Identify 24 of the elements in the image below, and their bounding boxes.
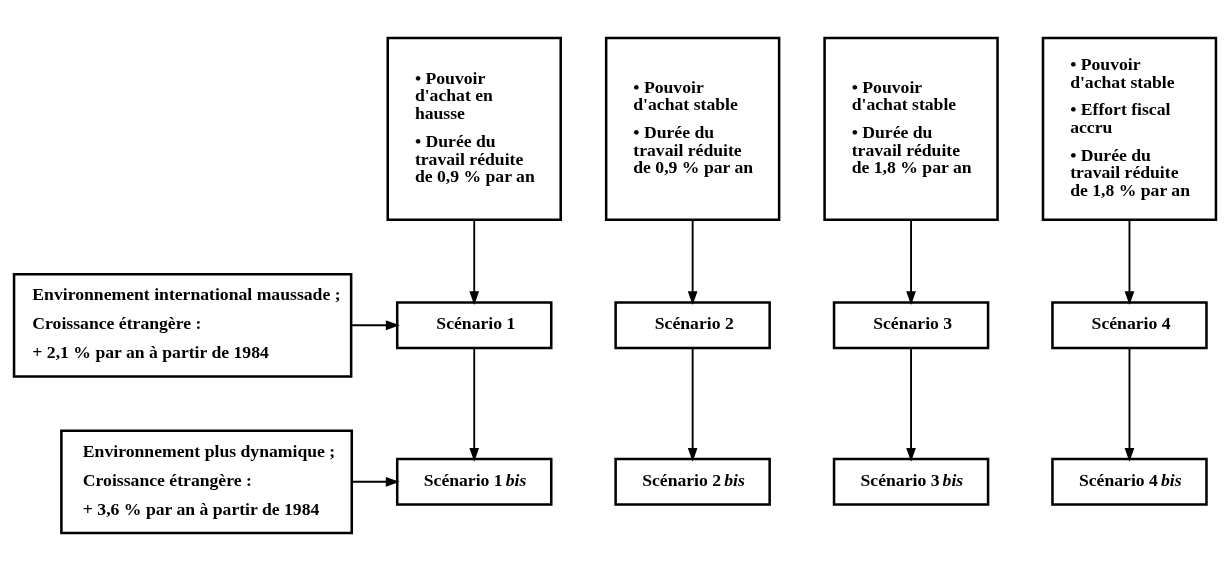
arrow [1124,346,1135,462]
arrow [1124,218,1135,305]
node-box: • Pouvoir d'achat en hausse • Durée du travail réduite de 0,9 % par an [386,36,562,221]
arrow [687,346,698,462]
node-box: Scénario 2 bis [614,457,771,506]
arrow [906,218,916,305]
node-box: Scénario 4 [1051,300,1208,349]
arrow [687,218,698,305]
node-box: Scénario 3 bis [832,457,990,506]
arrow [469,346,480,462]
arrow [469,218,480,305]
node-box: Scénario 1 [395,300,553,349]
node-box: Environnement plus dynamique ; Croissance étrangère : + 3,6 % par an à partir de 1984 [60,428,354,534]
arrow [906,346,916,462]
node-box: Scénario 2 [614,300,771,349]
node-box: • Pouvoir d'achat stable • Effort fiscal accru • Durée du travail réduite de 1,8 % par an [1041,36,1218,221]
node-box: Scénario 3 [832,300,990,349]
node-box: Scénario 4 bis [1051,457,1208,506]
arrow [350,319,400,330]
node-box: • Pouvoir d'achat stable • Durée du travail réduite de 0,9 % par an [604,36,781,221]
arrow [350,476,400,487]
node-box: • Pouvoir d'achat stable • Durée du travail réduite de 1,8 % par an [823,36,999,221]
node-box: Environnement international maussade ; Croissance étrangère : + 2,1 % par an à partir de 1984 [12,272,353,378]
node-box: Scénario 1 bis [395,457,553,506]
